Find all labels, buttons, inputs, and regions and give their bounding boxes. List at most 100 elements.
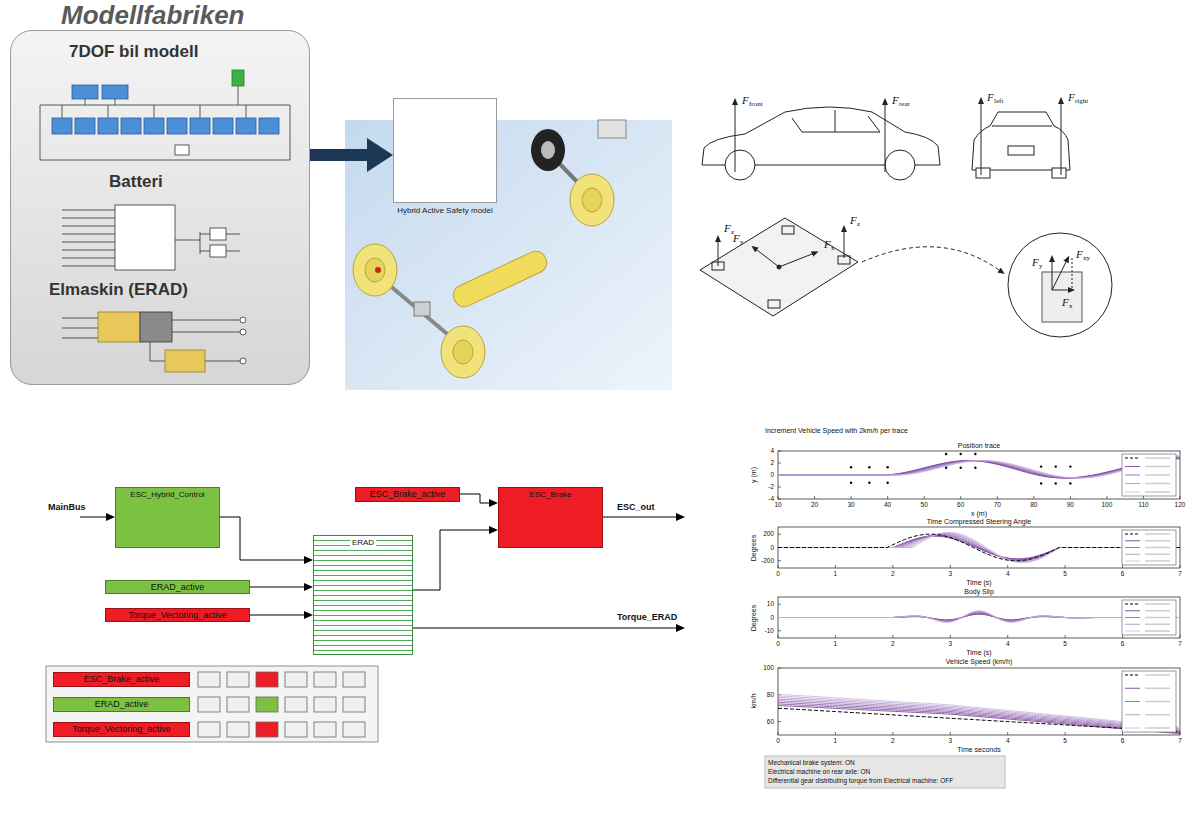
car-force-sketch [1061,104,1062,175]
plot-legend-box [1125,714,1140,715]
chart-text: 120 [1175,502,1186,509]
flag-table [198,722,220,737]
chart-note: Mechanical brake system: ON [768,760,855,767]
section-heading: Elmaskin (ERAD) [49,281,188,300]
plot-traces [778,535,1180,561]
plot-traces [778,456,1180,478]
flag-table [256,697,278,712]
chart-text: 2 [891,641,895,648]
vehicle-model-blocks [72,85,98,99]
plot-traces [778,704,1180,733]
force-symbol: left [994,98,1003,105]
force-symbol: rear [899,101,910,108]
chassis-illustration [582,188,602,212]
chassis-illustration [598,120,626,138]
plot-legend-box [1125,617,1140,618]
plot-traces [850,466,852,468]
electric-machine-blocks [240,329,246,335]
vehicle-model-blocks [200,105,201,118]
vehicle-model-blocks [154,105,155,118]
plot-traces [1040,482,1042,484]
plot-traces [945,467,947,469]
table-row-label: Torque_Vectoring_active [53,722,190,737]
chart-text: 70 [994,502,1001,509]
car-force-sketch [1052,262,1053,290]
plot-legend-box [1122,530,1176,565]
plot-traces [778,614,1180,620]
plot-legend-box [1145,474,1170,476]
vehicle-model-blocks [290,105,291,160]
plot-traces [778,611,1180,623]
plot-traces [1069,465,1071,467]
battery-block [210,245,226,257]
chart-axes [778,451,1180,499]
battery-block [62,250,115,251]
chart-axes [950,565,951,568]
flag-table [198,672,220,687]
chart-axes [778,560,781,561]
chart-axes [778,565,779,568]
flag-block: ERAD_active [105,580,250,594]
flag-table [256,672,278,687]
plot-legend-box [1145,547,1170,549]
plot-legend-box [1145,688,1170,690]
plot-traces [778,694,1180,727]
electric-machine-blocks [62,318,98,319]
plot-legend-box [1125,458,1140,459]
force-symbol: F [1076,249,1083,260]
force-symbol: front [749,101,763,108]
chart-axes [1007,732,1008,735]
chassis-illustration [375,267,381,273]
force-symbol: y [740,239,744,246]
car-force-sketch [1042,272,1082,322]
electric-machine-blocks [62,328,98,329]
chassis-illustration [531,129,565,171]
chart-text: Time (s) [966,579,991,586]
force-symbol: x [831,245,835,252]
force-symbol: y [1039,263,1043,270]
signal-connector [310,149,367,161]
flag-table [46,666,378,742]
block-label: ERAD_active [95,700,149,709]
block-label: ESC_Brake [530,491,572,499]
block-label: Torque_Vectoring_active [72,725,171,734]
plot-legend-box [1125,492,1140,493]
force-symbol: F [1068,92,1075,103]
chart-axes [1122,635,1123,638]
plot-traces [945,453,947,455]
chassis-illustration [570,174,614,226]
flag-table [46,666,378,742]
electric-machine-blocks [240,358,246,364]
plot-legend-box [1125,554,1140,555]
chart-text: 50 [921,502,928,509]
vehicle-model-blocks [40,160,290,161]
electric-machine-blocks [165,350,205,372]
brake-block: ESC_Brake [498,487,603,548]
plot-traces [850,482,852,484]
vehicle-model-blocks [121,118,141,134]
plot-legend-box [1145,540,1170,542]
electric-machine-blocks [140,312,172,342]
plot-legend-box [1145,701,1170,703]
car-force-sketch [976,168,990,178]
plot-legend-box [1122,671,1176,732]
car-force-sketch [981,104,982,175]
chart-axes [835,565,836,568]
plot-legend-box [1145,603,1170,605]
plot-legend-box [1145,727,1170,729]
chart-axes [1180,635,1181,638]
chart-text: 0 [770,614,774,621]
electric-machine-blocks [150,342,151,361]
flag-table [285,722,307,737]
chart-text: 2 [770,460,774,467]
plot-traces [778,535,1180,560]
plot-traces [1069,482,1071,484]
chart-axes [1122,732,1123,735]
vehicle-model-blocks [52,118,72,134]
flag-table [343,697,365,712]
plot-legend-box [1145,491,1170,493]
signal-name: Torque_ERAD [617,613,677,622]
chart-text: 3 [948,641,952,648]
chart-text: -200 [761,558,774,565]
chart-text: -4 [768,496,774,503]
